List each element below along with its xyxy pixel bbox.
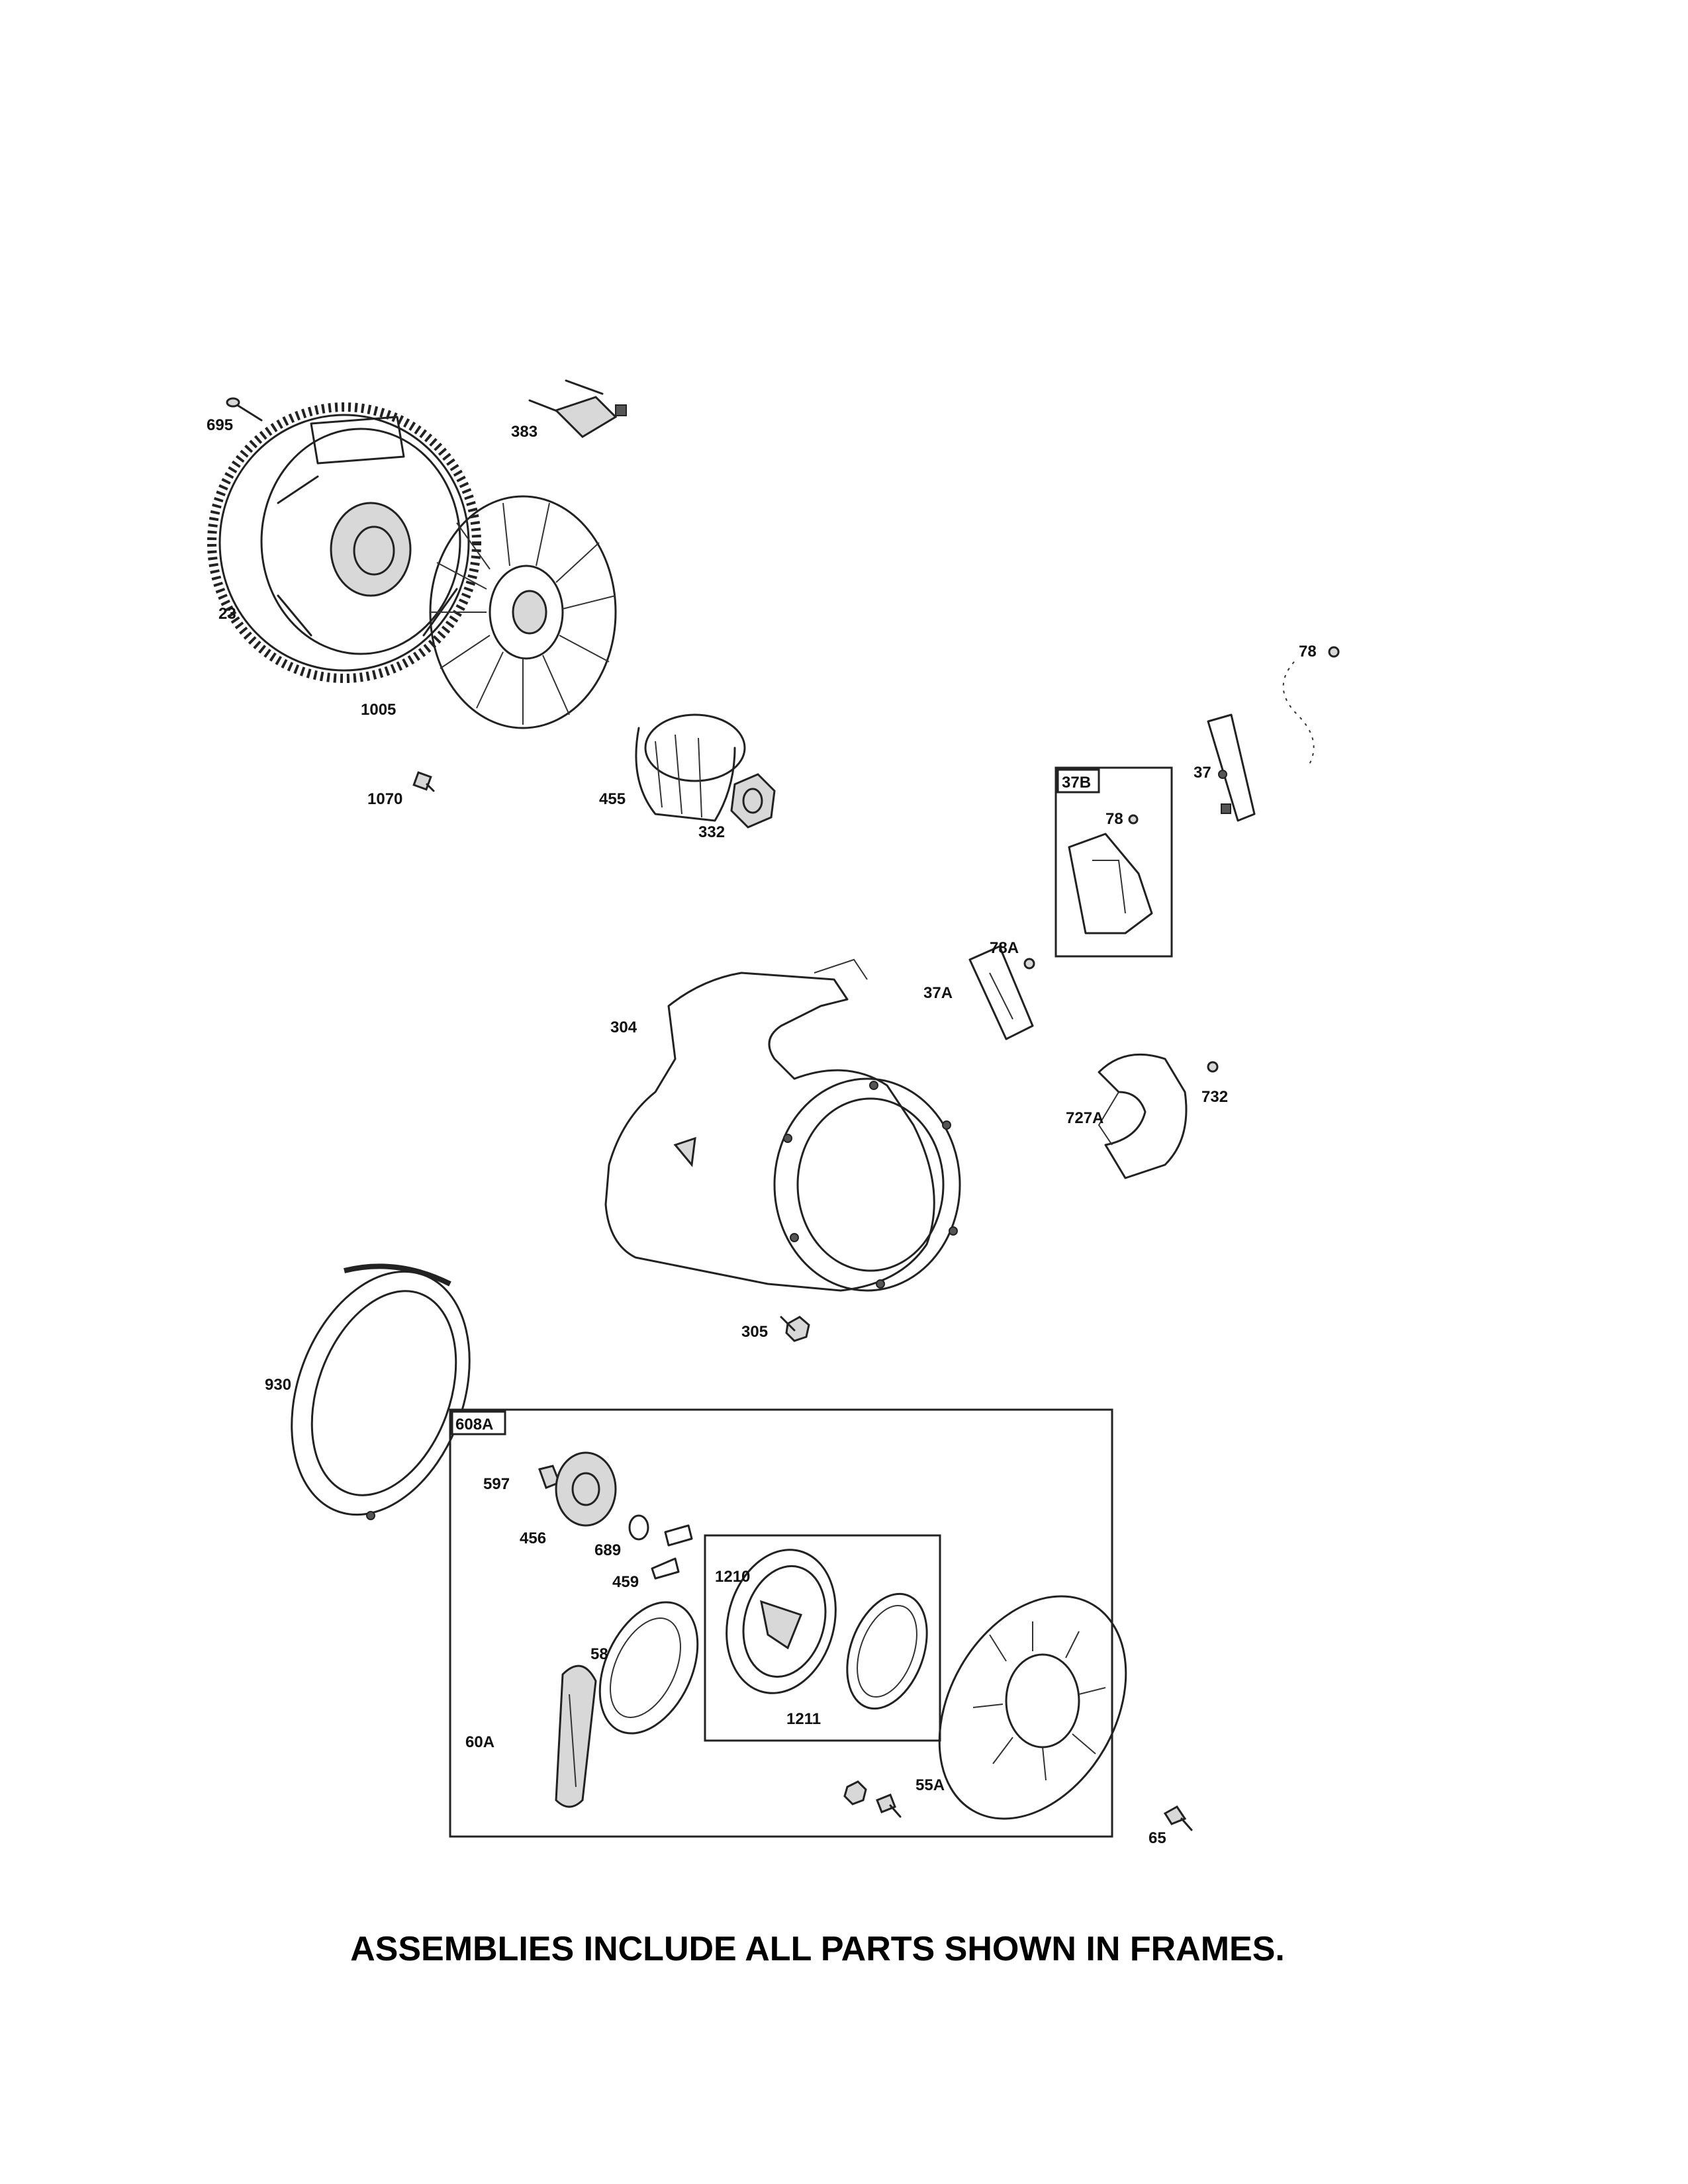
label-1070: 1070 [367,790,402,808]
label-58: 58 [590,1645,608,1663]
part-labels: 695 383 23 1005 1070 455 332 78 37 37B 7… [207,416,1317,1847]
handle-60A [555,1664,597,1808]
plate-37A [968,945,1035,1040]
label-55A: 55A [915,1776,945,1794]
label-37B: 37B [1062,774,1091,792]
cup-455 [635,713,746,822]
label-930: 930 [265,1376,291,1394]
screw-1070 [412,771,435,792]
nut-bolt-set [843,1780,902,1818]
flywheel-23 [207,402,481,683]
bolt-305 [780,1316,810,1342]
label-455: 455 [599,790,626,808]
label-1005: 1005 [361,701,396,719]
label-332: 332 [698,823,725,841]
label-1210: 1210 [715,1568,750,1586]
starter-housing-55A [938,1595,1127,1820]
fan-1005 [429,495,617,729]
label-597: 597 [483,1475,510,1493]
frame-37B [1055,766,1173,958]
bracket-37 [1207,713,1256,822]
label-459: 459 [612,1573,639,1591]
footer-note: ASSEMBLIES INCLUDE ALL PARTS SHOWN IN FR… [350,1930,1285,1968]
shield-727A [1098,1053,1219,1179]
screw-78-top [1282,646,1340,768]
frame-1210 [704,1534,941,1742]
screen-930 [291,1263,471,1520]
label-78A: 78A [990,939,1019,957]
label-304: 304 [610,1019,637,1036]
label-37: 37 [1194,764,1211,782]
label-23: 23 [218,605,236,623]
pulley-456 [555,1451,617,1527]
bracket-383 [528,379,627,438]
label-37A: 37A [923,984,953,1002]
bolt-695 [226,397,263,422]
label-727A: 727A [1066,1109,1103,1127]
pawl-459 [651,1524,693,1580]
label-689: 689 [594,1541,621,1559]
label-456: 456 [520,1529,546,1547]
clip-689 [628,1514,649,1541]
nut-332 [730,773,776,829]
label-383: 383 [511,423,538,441]
spring-1211 [846,1592,928,1710]
label-305: 305 [741,1323,768,1341]
label-695: 695 [207,416,233,434]
label-78-box: 78 [1105,810,1123,828]
bolt-65 [1163,1805,1193,1831]
label-65: 65 [1149,1829,1166,1847]
label-78-top: 78 [1299,643,1317,660]
housing-304 [604,958,961,1292]
label-608A: 608A [455,1416,493,1433]
label-60A: 60A [465,1733,494,1751]
spring-58 [598,1601,699,1735]
pulley-1210 [726,1549,837,1694]
label-732: 732 [1201,1088,1228,1106]
label-1211: 1211 [786,1710,821,1728]
